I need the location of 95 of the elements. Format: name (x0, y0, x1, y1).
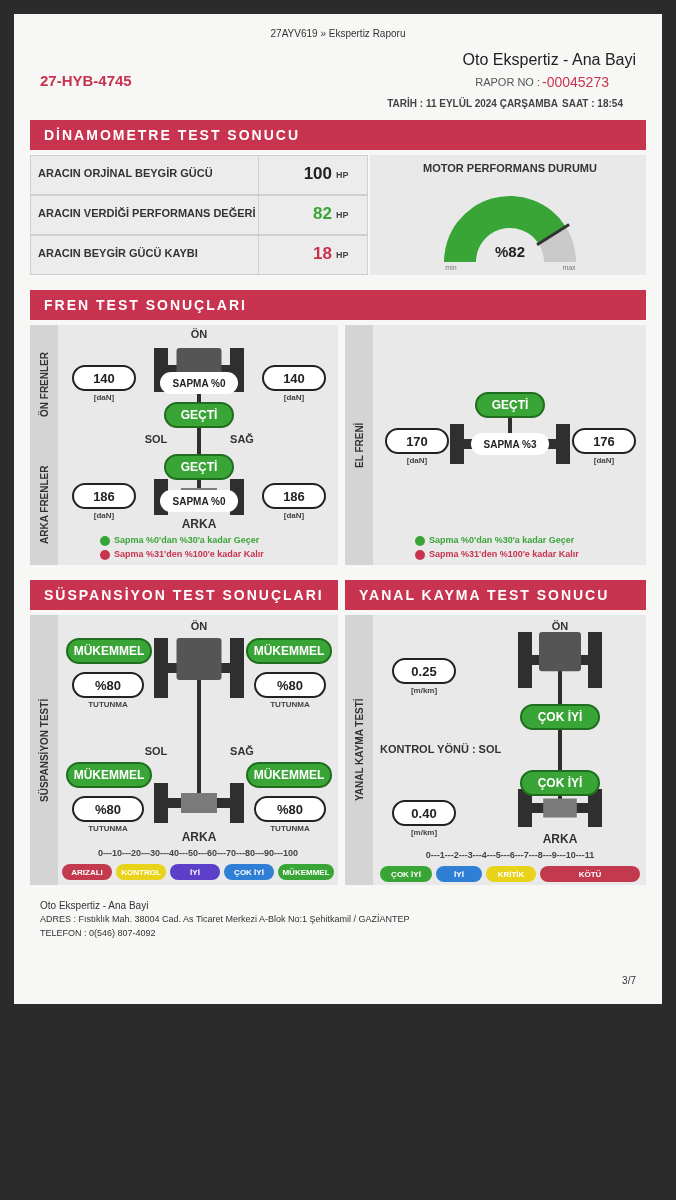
direction-label: ARKA (180, 517, 218, 532)
unit-label: [daN] (282, 511, 306, 521)
section-header-bar: FREN TEST SONUÇLARI (30, 290, 646, 320)
rating-chip: KÖTÜ (540, 866, 640, 882)
rating-chip: ÇOK İYİ (224, 864, 274, 880)
value-display: %80 (72, 796, 144, 822)
value-display: 186 (262, 483, 326, 509)
value-text: 18 (312, 244, 332, 265)
legend-text: Sapma %31'den %100'e kadar Kalır (114, 549, 265, 560)
direction-label: SAĞ (229, 745, 255, 759)
unit-label: [daN] (282, 393, 306, 403)
result-badge: GEÇTİ (475, 392, 545, 418)
unit-label: [daN] (92, 511, 116, 521)
unit-label: TUTUNMA (269, 824, 311, 834)
direction-label: ÖN (550, 620, 570, 634)
side-band-label: ARKA FRENLER (30, 445, 58, 565)
value-display: %80 (254, 796, 326, 822)
legend-text: Sapma %0'dan %30'a kadar Geçer (114, 535, 261, 546)
unit-label: [daN] (92, 393, 116, 403)
side-band-label: YANAL KAYMA TESTİ (345, 615, 373, 885)
direction-label: SAĞ (229, 433, 255, 447)
result-badge: GEÇTİ (164, 402, 234, 428)
rating-chip: MÜKEMMEL (278, 864, 334, 880)
value-display: 140 (262, 365, 326, 391)
scale-text: 0---1---2---3---4---5---6---7---8---9---10---11 (424, 850, 596, 861)
unit-label: [m/km] (409, 828, 439, 838)
row-label: ARACIN VERDİĞİ PERFORMANS DEĞERİ (38, 207, 257, 221)
letterhead-text: Oto Ekspertiz - Ana Bayi (461, 50, 636, 70)
direction-label: ARKA (541, 832, 579, 847)
deviation-badge: SAPMA %0 (160, 490, 238, 512)
deviation-badge: SAPMA %0 (160, 372, 238, 394)
value-display: %80 (72, 672, 144, 698)
unit-label: [m/km] (409, 686, 439, 696)
value-text: 82 (312, 204, 332, 225)
result-badge: MÜKEMMEL (66, 638, 152, 664)
value-display: 0.40 (392, 800, 456, 826)
side-band-label: SÜSPANSİYON TESTİ (30, 615, 58, 885)
footer-text: Oto Ekspertiz - Ana Bayi (40, 900, 150, 912)
node-label: ARKA FRENLER (38, 465, 50, 545)
legend-text: Sapma %31'den %100'e kadar Kalır (429, 549, 580, 560)
direction-label: ÖN (189, 620, 209, 634)
result-badge: MÜKEMMEL (66, 762, 152, 788)
section-header-bar: DİNAMOMETRE TEST SONUCU (30, 120, 646, 150)
report-number: -00045273 (542, 74, 610, 91)
rating-chip: İYİ (170, 864, 220, 880)
row-label: ARACIN ORJİNAL BEYGİR GÜCÜ (38, 167, 214, 181)
unit-label: [daN] (592, 456, 616, 466)
report-header-text: 27AYV619 » Ekspertiz Raporu (269, 28, 407, 40)
unit-label: TUTUNMA (269, 700, 311, 710)
direction-label: ARKA (180, 830, 218, 845)
date-text: TARİH : 11 EYLÜL 2024 ÇARŞAMBA (386, 98, 558, 110)
value-display: 0.25 (392, 658, 456, 684)
unit-label: HP (336, 250, 350, 261)
rating-chip: KRİTİK (486, 866, 536, 882)
value-display: 176 (572, 428, 636, 454)
time-text: SAAT : 18:54 (562, 98, 624, 110)
side-band-label: EL FRENİ (345, 325, 373, 565)
value-display: %80 (254, 672, 326, 698)
value-display: 170 (385, 428, 449, 454)
address-text: ADRES : Fıstıklık Mah. 38004 Cad. As Ticaret Merkezi A-Blok No:1 Şehitkamil / GAZİANTEP (40, 914, 411, 925)
rating-chip: ÇOK İYİ (380, 866, 432, 882)
row-label: ARACIN BEYGİR GÜCÜ KAYBI (38, 247, 199, 261)
direction-label: ÖN (189, 328, 209, 342)
result-badge: ÇOK İYİ (520, 770, 600, 796)
value-text: 100 (302, 164, 332, 185)
unit-label: TUTUNMA (87, 824, 129, 834)
rating-chip: KONTROL (116, 864, 166, 880)
deviation-badge: SAPMA %3 (471, 433, 549, 455)
certificate-number: 27-HYB-4745 (40, 72, 133, 90)
value-display: 140 (72, 365, 136, 391)
section-header-bar: YANAL KAYMA TEST SONUCU (345, 580, 646, 610)
value-display: 186 (72, 483, 136, 509)
unit-label: HP (336, 170, 350, 181)
gauge-title: MOTOR PERFORMANS DURUMU (422, 162, 598, 176)
phone-text: TELEFON : 0(546) 807-4092 (40, 928, 157, 939)
report-number-label: RAPOR NO : (474, 76, 540, 90)
rating-chip: İYİ (436, 866, 482, 882)
rating-chip: ARIZALI (62, 864, 112, 880)
gauge-value: %82 (494, 243, 526, 261)
legend-text: Sapma %0'dan %30'a kadar Geçer (429, 535, 576, 546)
unit-label: HP (336, 210, 350, 221)
direction-label: KONTROL YÖNÜ : SOL (380, 743, 503, 757)
result-badge: MÜKEMMEL (246, 638, 332, 664)
direction-label: SOL (143, 433, 169, 447)
side-band-label: ÖN FRENLER (30, 325, 58, 445)
result-badge: ÇOK İYİ (520, 704, 600, 730)
result-badge: GEÇTİ (164, 454, 234, 480)
unit-label: [daN] (405, 456, 429, 466)
page-number: 3/7 (621, 975, 636, 987)
scale-text: 0---10---20---30---40---50---60---70---80---90---100 (97, 848, 299, 859)
section-header-bar: SÜSPANSİYON TEST SONUÇLARI (30, 580, 338, 610)
unit-label: TUTUNMA (87, 700, 129, 710)
result-badge: MÜKEMMEL (246, 762, 332, 788)
direction-label: SOL (143, 745, 169, 759)
node-label: ÖN FRENLER (38, 352, 50, 418)
